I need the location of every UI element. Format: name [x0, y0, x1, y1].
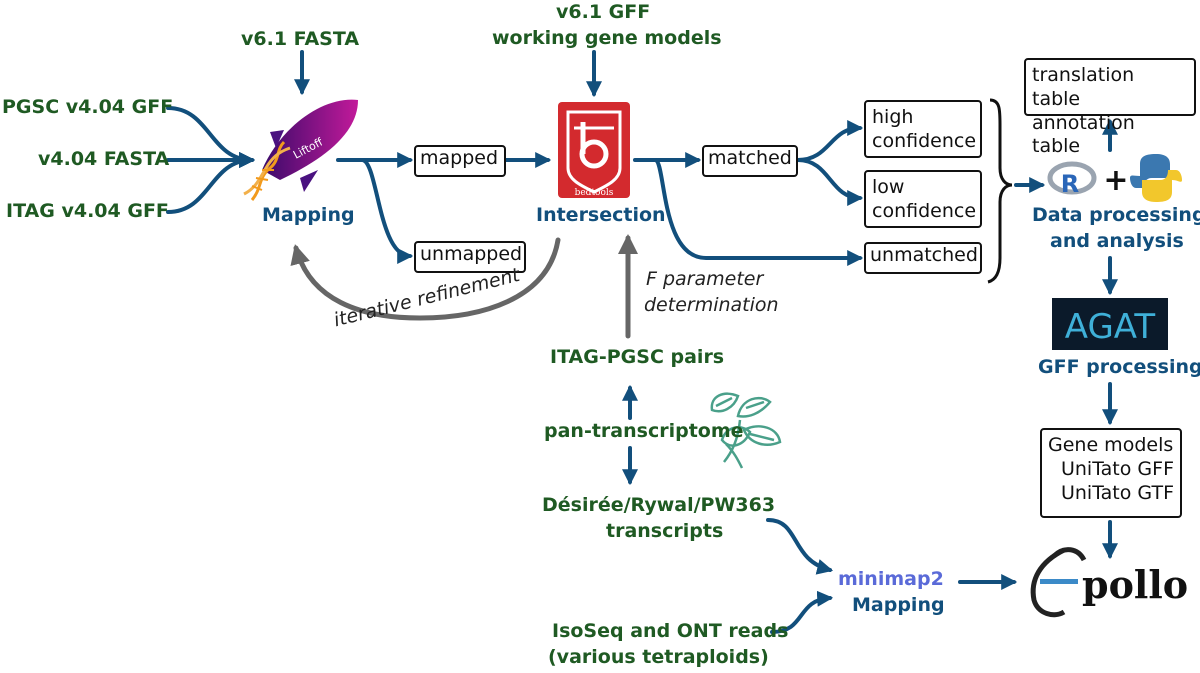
translation-table-line: translation table — [1032, 64, 1135, 110]
arrow-matched-to-low — [796, 158, 864, 206]
arrow-transcripts-to-minimap2 — [766, 518, 834, 575]
v61-gff-label: v6.1 GFF — [556, 1, 651, 23]
annotation-table-line: annotation table — [1032, 111, 1135, 158]
unmapped-box: unmapped — [414, 241, 526, 273]
matched-box: matched — [702, 145, 798, 177]
transcripts-line1-label: Désirée/Rywal/PW363 — [542, 494, 776, 516]
low-confidence-line2: confidence — [872, 199, 977, 222]
reads-line1-label: IsoSeq and ONT reads — [552, 620, 789, 642]
minimap2-label: minimap2 — [838, 568, 944, 590]
blue-arrows — [166, 50, 1118, 634]
transcripts-line2-label: transcripts — [606, 520, 724, 542]
mapping-label: Mapping — [262, 204, 355, 226]
right-bracket — [987, 98, 1013, 284]
working-gene-models-label: working gene models — [492, 27, 722, 49]
itag-gff-label: ITAG v4.04 GFF — [6, 200, 169, 222]
svg-text:bedtools: bedtools — [575, 188, 614, 198]
apollo-logo-icon: pollo — [1030, 547, 1188, 618]
minimap2-mapping-label: Mapping — [852, 594, 945, 616]
python-logo-icon — [1130, 154, 1182, 202]
gff-processing-label: GFF processing — [1038, 356, 1200, 378]
unitato-gtf-line: UniTato GTF — [1060, 481, 1174, 504]
svg-text:R: R — [1061, 170, 1079, 198]
gene-models-line: Gene models — [1048, 434, 1174, 456]
iterative-refinement-arrow — [290, 237, 561, 321]
f-parameter-determination-label: determination — [644, 294, 779, 316]
bedtools-shield-icon: bedtools — [558, 102, 630, 198]
itag-pgsc-pairs-label: ITAG-PGSC pairs — [550, 346, 725, 368]
svg-text:AGAT: AGAT — [1065, 307, 1156, 347]
low-confidence-box: low confidence — [864, 170, 982, 228]
reads-line2-label: (various tetraploids) — [548, 646, 769, 668]
high-confidence-line2: confidence — [872, 129, 977, 152]
plus-sign: + — [1103, 163, 1128, 198]
pan-transcriptome-label: pan-transcriptome — [544, 420, 744, 442]
arrow-matched-to-high — [796, 120, 864, 162]
high-confidence-line1: high — [872, 106, 914, 128]
arrow-pgsc-to-liftoff — [166, 106, 256, 168]
data-processing-label: Data processing — [1032, 204, 1200, 226]
gene-models-box: Gene models UniTato GFF UniTato GTF — [1040, 428, 1182, 518]
high-confidence-box: high confidence — [864, 100, 982, 158]
unmatched-box: unmatched — [864, 242, 982, 274]
intersection-label: Intersection — [536, 204, 666, 226]
liftoff-rocket-dna-icon: Liftoff — [243, 99, 358, 201]
unitato-gff-line: UniTato GFF — [1060, 457, 1174, 480]
low-confidence-line1: low — [872, 176, 905, 198]
tables-box: translation table annotation table — [1024, 58, 1196, 157]
arrow-reads-to-minimap2 — [770, 590, 834, 634]
mapped-box: mapped — [414, 145, 506, 177]
v61-fasta-label: v6.1 FASTA — [241, 28, 360, 50]
f-parameter-label: F parameter — [646, 268, 764, 290]
leaves-icon — [710, 392, 782, 469]
pgsc-gff-label: PGSC v4.04 GFF — [2, 96, 174, 118]
r-logo-icon: R — [1047, 161, 1097, 198]
and-analysis-label: and analysis — [1050, 230, 1184, 252]
arrow-itag-to-liftoff — [166, 152, 256, 214]
svg-text:pollo: pollo — [1082, 562, 1188, 607]
arrow-bedtools-to-unmatched — [653, 158, 864, 266]
grey-arrows — [290, 234, 638, 339]
v404-fasta-label: v4.04 FASTA — [38, 148, 170, 170]
agat-logo-icon: AGAT — [1052, 298, 1168, 350]
arrow-liftoff-to-unmapped — [360, 158, 414, 264]
